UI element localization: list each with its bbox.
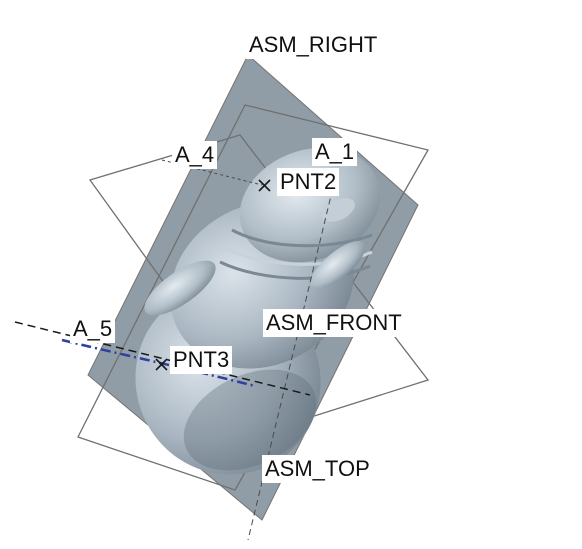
model-head[interactable]	[224, 129, 397, 282]
datum-point-pnt3-marker[interactable]	[155, 358, 168, 371]
label-asm-front[interactable]: ASM_FRONT	[263, 309, 405, 337]
datum-axis-a4[interactable]	[161, 159, 263, 186]
label-a1[interactable]: A_1	[312, 138, 358, 166]
model-right-arm	[310, 240, 366, 290]
label-a4[interactable]: A_4	[172, 141, 218, 169]
model-head-bump	[321, 198, 355, 222]
model-band-1	[231, 228, 373, 248]
model-left-arm	[144, 260, 216, 316]
model-band-3	[219, 260, 371, 280]
label-a5[interactable]: A_5	[70, 315, 116, 343]
datum-plane-asm-top[interactable]	[77, 104, 429, 491]
label-asm-right[interactable]: ASM_RIGHT	[246, 31, 381, 59]
label-pnt3[interactable]: PNT3	[170, 346, 233, 374]
label-pnt2[interactable]: PNT2	[277, 168, 340, 196]
datum-axis-a5[interactable]	[14, 321, 311, 396]
sketch-curve-highlight[interactable]	[61, 338, 256, 388]
label-asm-top[interactable]: ASM_TOP	[262, 455, 373, 483]
datum-point-pnt2-marker[interactable]	[258, 179, 271, 192]
